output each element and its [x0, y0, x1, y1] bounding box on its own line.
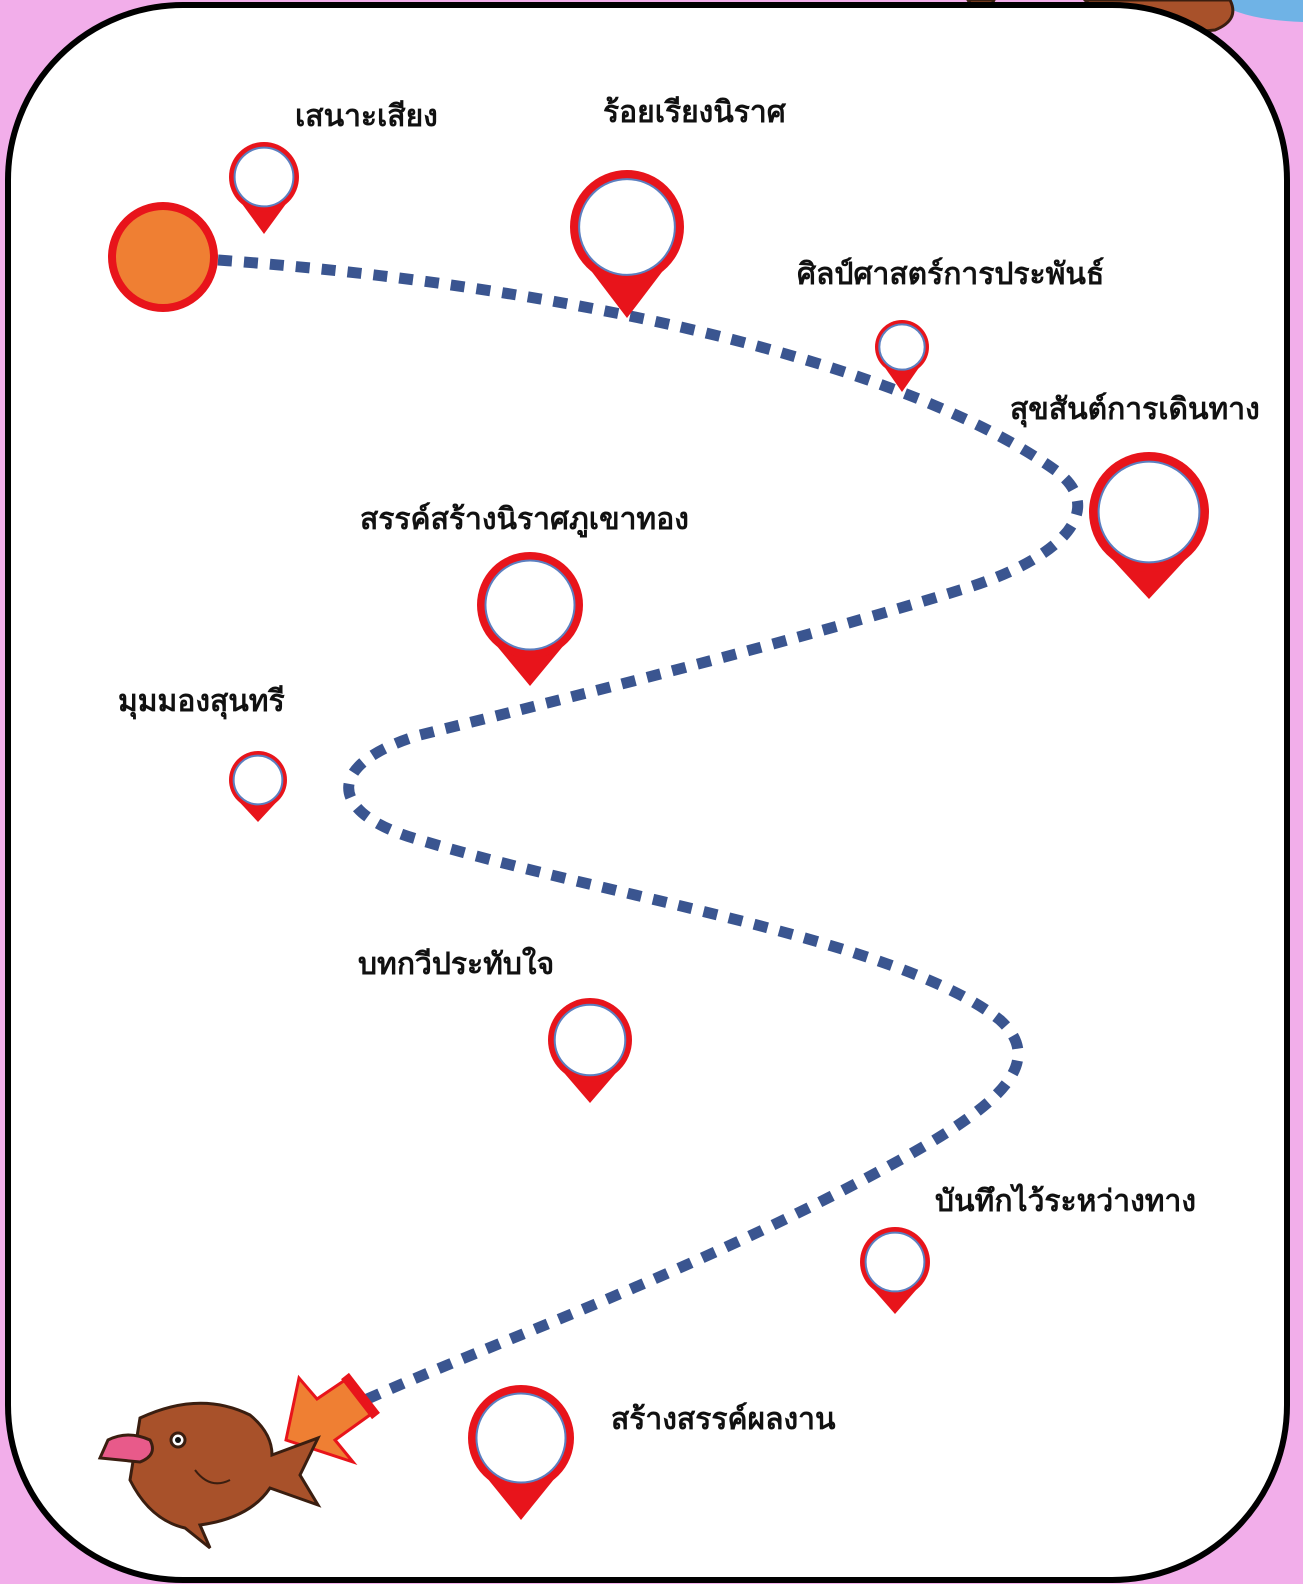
board	[5, 2, 1290, 1583]
station-label-5: มุมมองสุนทรี	[118, 684, 285, 719]
station-label-2: ศิลป์ศาสตร์การประพันธ์	[797, 257, 1105, 292]
start-dot	[108, 202, 218, 312]
map-pin-icon	[860, 1227, 930, 1314]
map-pin-icon	[570, 170, 684, 318]
station-label-8: สร้างสรรค์ผลงาน	[611, 1402, 836, 1437]
fish-icon	[97, 1401, 322, 1550]
map-pin-icon	[875, 320, 929, 392]
map-pin-icon	[468, 1385, 574, 1520]
station-label-0: เสนาะเสียง	[295, 99, 438, 134]
map-pin-icon	[1089, 452, 1209, 599]
station-label-6: บทกวีประทับใจ	[358, 947, 555, 982]
map-pin-icon	[229, 751, 287, 822]
route-path	[217, 254, 1083, 1406]
map-pin-icon	[477, 552, 583, 686]
station-label-4: สรรค์สร้างนิราศภูเขาทอง	[360, 502, 689, 537]
station-label-1: ร้อยเรียงนิราศ	[603, 95, 786, 130]
station-label-7: บันทึกไว้ระหว่างทาง	[935, 1184, 1197, 1219]
station-label-3: สุขสันต์การเดินทาง	[1010, 392, 1260, 427]
map-pin-icon	[548, 998, 632, 1103]
map-pin-icon	[229, 142, 299, 234]
